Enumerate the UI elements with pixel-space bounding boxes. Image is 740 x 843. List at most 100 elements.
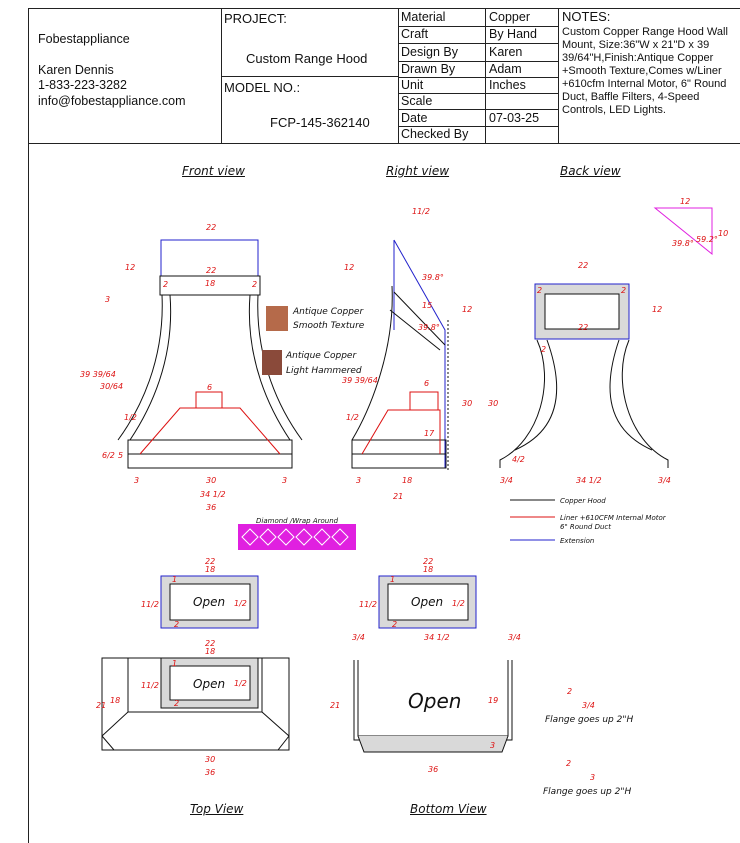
table-rule bbox=[398, 93, 558, 94]
finish-hammered-line2: Light Hammered bbox=[286, 366, 362, 376]
notes-text: Custom Copper Range Hood Wall Mount, Siz… bbox=[562, 26, 728, 116]
spec-value-date: 07-03-25 bbox=[489, 111, 540, 125]
dim-text: 39.8° bbox=[672, 239, 694, 248]
notes-title: NOTES: bbox=[562, 9, 611, 24]
bottom-open-small: Open bbox=[411, 595, 443, 609]
dim-text: 22 bbox=[578, 261, 588, 270]
dim-text: 1 bbox=[172, 575, 177, 584]
dim-text: 22 bbox=[205, 639, 215, 648]
spec-value-drawn: Adam bbox=[489, 62, 522, 76]
table-rule bbox=[398, 77, 558, 78]
dim-text: 21 bbox=[96, 701, 106, 710]
dim-text: 3/4 bbox=[658, 476, 671, 485]
legend-duct: 6" Round Duct bbox=[560, 523, 611, 531]
front-left-curve bbox=[129, 294, 172, 441]
divider bbox=[558, 8, 559, 143]
top-open-large: Open bbox=[193, 677, 225, 691]
divider bbox=[221, 76, 398, 77]
project-label: PROJECT: bbox=[224, 11, 287, 26]
spec-label-scale: Scale bbox=[401, 94, 433, 108]
dim-text: 11/2 bbox=[141, 600, 159, 609]
model-value: FCP-145-362140 bbox=[270, 115, 370, 130]
right-extension bbox=[393, 239, 446, 468]
copper-swatch-smooth bbox=[266, 306, 288, 331]
dim-text: 2 bbox=[537, 286, 542, 295]
back-right-leg bbox=[621, 339, 669, 468]
contact-phone: 1-833-223-3282 bbox=[38, 78, 127, 92]
spec-value-craft: By Hand bbox=[489, 27, 537, 41]
dim-text: 18 bbox=[402, 476, 412, 485]
divider bbox=[221, 8, 222, 143]
dim-text: 22 bbox=[206, 223, 216, 232]
view-label-front: Front view bbox=[182, 164, 245, 178]
dim-text: 3/4 bbox=[500, 476, 513, 485]
dim-text: 1/2 bbox=[346, 413, 359, 422]
back-left-leg bbox=[499, 339, 545, 468]
spec-value-material: Copper bbox=[489, 10, 530, 24]
dim-text: 30 bbox=[462, 399, 472, 408]
table-rule bbox=[398, 26, 558, 27]
dim-text: 6 bbox=[207, 383, 212, 392]
dim-text: 36 bbox=[428, 765, 438, 774]
flange-note-1: Flange goes up 2"H bbox=[545, 715, 633, 725]
dim-text: 3 bbox=[490, 741, 495, 750]
top-open-small: Open bbox=[193, 595, 225, 609]
front-liner bbox=[139, 407, 281, 455]
diamond-band bbox=[238, 524, 356, 550]
back-detail bbox=[653, 207, 713, 256]
dim-text: 2 bbox=[174, 699, 179, 708]
spec-label-drawn: Drawn By bbox=[401, 62, 456, 76]
dim-text: 3/4 bbox=[582, 701, 595, 710]
dim-text: 5 bbox=[118, 451, 123, 460]
dim-text: 30 bbox=[488, 399, 498, 408]
dim-text: 3/4 bbox=[352, 633, 365, 642]
dim-text: 18 bbox=[205, 647, 215, 656]
dim-text: 1/2 bbox=[234, 599, 247, 608]
dim-text: 34 1/2 bbox=[576, 476, 602, 485]
dim-text: 18 bbox=[110, 696, 120, 705]
dim-text: 12 bbox=[344, 263, 354, 272]
view-label-back: Back view bbox=[560, 164, 621, 178]
project-value: Custom Range Hood bbox=[246, 51, 368, 66]
flange-note-2: Flange goes up 2"H bbox=[543, 787, 631, 797]
dim-text: 59.2° bbox=[696, 235, 718, 244]
dim-text: 3 bbox=[282, 476, 287, 485]
dim-text: 39 39/64 bbox=[80, 370, 116, 379]
spec-label-checked: Checked By bbox=[401, 127, 469, 141]
dim-text: 18 bbox=[205, 279, 215, 288]
legend-liner: Liner +610CFM Internal Motor bbox=[560, 514, 667, 522]
dim-text: 3 bbox=[590, 773, 595, 782]
dim-text: 12 bbox=[462, 305, 472, 314]
finish-hammered-line1: Antique Copper bbox=[285, 351, 357, 361]
legend-copper-hood: Copper Hood bbox=[560, 497, 606, 505]
dim-text: 2 bbox=[174, 620, 179, 629]
dim-text: 4/2 bbox=[512, 455, 525, 464]
dim-text: 30/64 bbox=[100, 382, 123, 391]
view-label-bottom: Bottom View bbox=[410, 802, 487, 816]
dim-text: 3 bbox=[105, 295, 110, 304]
dim-text: 1 bbox=[172, 659, 177, 668]
dim-text: 22 bbox=[423, 557, 433, 566]
spec-label-unit: Unit bbox=[401, 78, 424, 92]
finish-smooth-line2: Smooth Texture bbox=[293, 321, 365, 331]
dim-text: 34 1/2 bbox=[200, 490, 226, 499]
spec-label-material: Material bbox=[401, 10, 446, 24]
dim-text: 22 bbox=[205, 557, 215, 566]
table-rule bbox=[398, 126, 558, 127]
dim-text: 36 bbox=[206, 503, 216, 512]
dim-text: 39 39/64 bbox=[342, 376, 378, 385]
dim-text: 39.8° bbox=[418, 323, 440, 332]
dim-text: 1/2 bbox=[234, 679, 247, 688]
title-block-bottom-rule bbox=[28, 143, 740, 144]
right-curve bbox=[351, 285, 393, 441]
copper-swatch-hammered bbox=[262, 350, 282, 375]
dim-text: 12 bbox=[125, 263, 135, 272]
dim-text: 10 bbox=[718, 229, 728, 238]
contact-name: Karen Dennis bbox=[38, 63, 114, 77]
front-lower bbox=[127, 453, 293, 469]
dim-text: 2 bbox=[567, 687, 572, 696]
front-collar bbox=[159, 275, 261, 296]
dim-text: 2 bbox=[566, 759, 571, 768]
view-label-right: Right view bbox=[386, 164, 450, 178]
